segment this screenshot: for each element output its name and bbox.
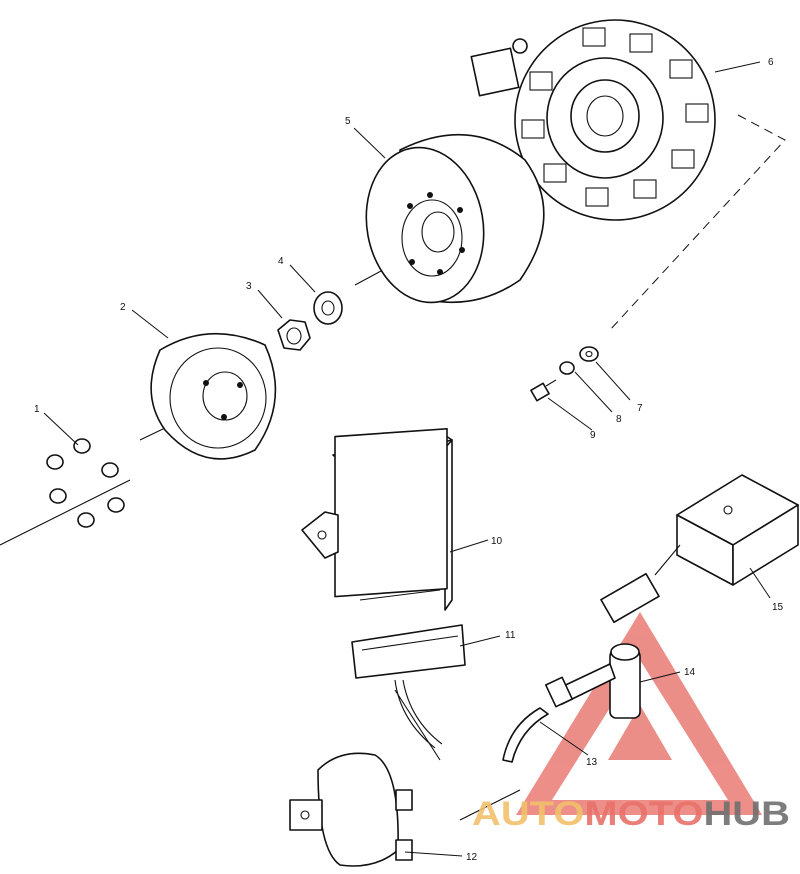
callout-13: 13 — [586, 757, 598, 768]
part-9-screw — [530, 379, 557, 402]
callout-labels: 1 2 3 4 5 6 7 8 9 10 11 12 13 14 15 — [34, 57, 784, 863]
callout-7: 7 — [637, 403, 643, 414]
watermark-auto: AUTO — [472, 795, 584, 833]
callout-14: 14 — [684, 667, 696, 678]
part-10-cdi-box — [301, 427, 453, 611]
part-14-spark-plug-cap — [544, 643, 641, 719]
part-1-bolts — [46, 438, 125, 528]
part-7-washer — [579, 346, 599, 362]
callout-11: 11 — [505, 630, 516, 641]
callout-12: 12 — [466, 852, 478, 863]
callout-9: 9 — [590, 430, 596, 441]
part-6-stator — [470, 19, 716, 221]
callout-3: 3 — [246, 281, 252, 292]
part-4-washer — [313, 291, 343, 325]
part-12-ignition-coil — [289, 752, 413, 867]
callout-5: 5 — [345, 116, 351, 127]
callout-1: 1 — [34, 404, 40, 415]
part-15-voltage-regulator — [600, 474, 799, 624]
callout-2: 2 — [120, 302, 126, 313]
part-13-spark-plug-wire — [502, 707, 549, 763]
part-8-lock-washer — [559, 361, 575, 375]
watermark-moto: MOTO — [584, 795, 703, 833]
callout-6: 6 — [768, 57, 774, 68]
part-11-connector — [351, 624, 466, 749]
part-3-nut — [277, 319, 311, 351]
callout-10: 10 — [491, 536, 503, 547]
callout-4: 4 — [278, 256, 284, 267]
callout-leader-lines — [43, 61, 771, 857]
callout-8: 8 — [616, 414, 622, 425]
part-2-starter-cup — [150, 332, 277, 460]
part-5-flywheel — [365, 133, 545, 304]
watermark-hub: HUB — [703, 795, 790, 833]
callout-15: 15 — [772, 602, 784, 613]
